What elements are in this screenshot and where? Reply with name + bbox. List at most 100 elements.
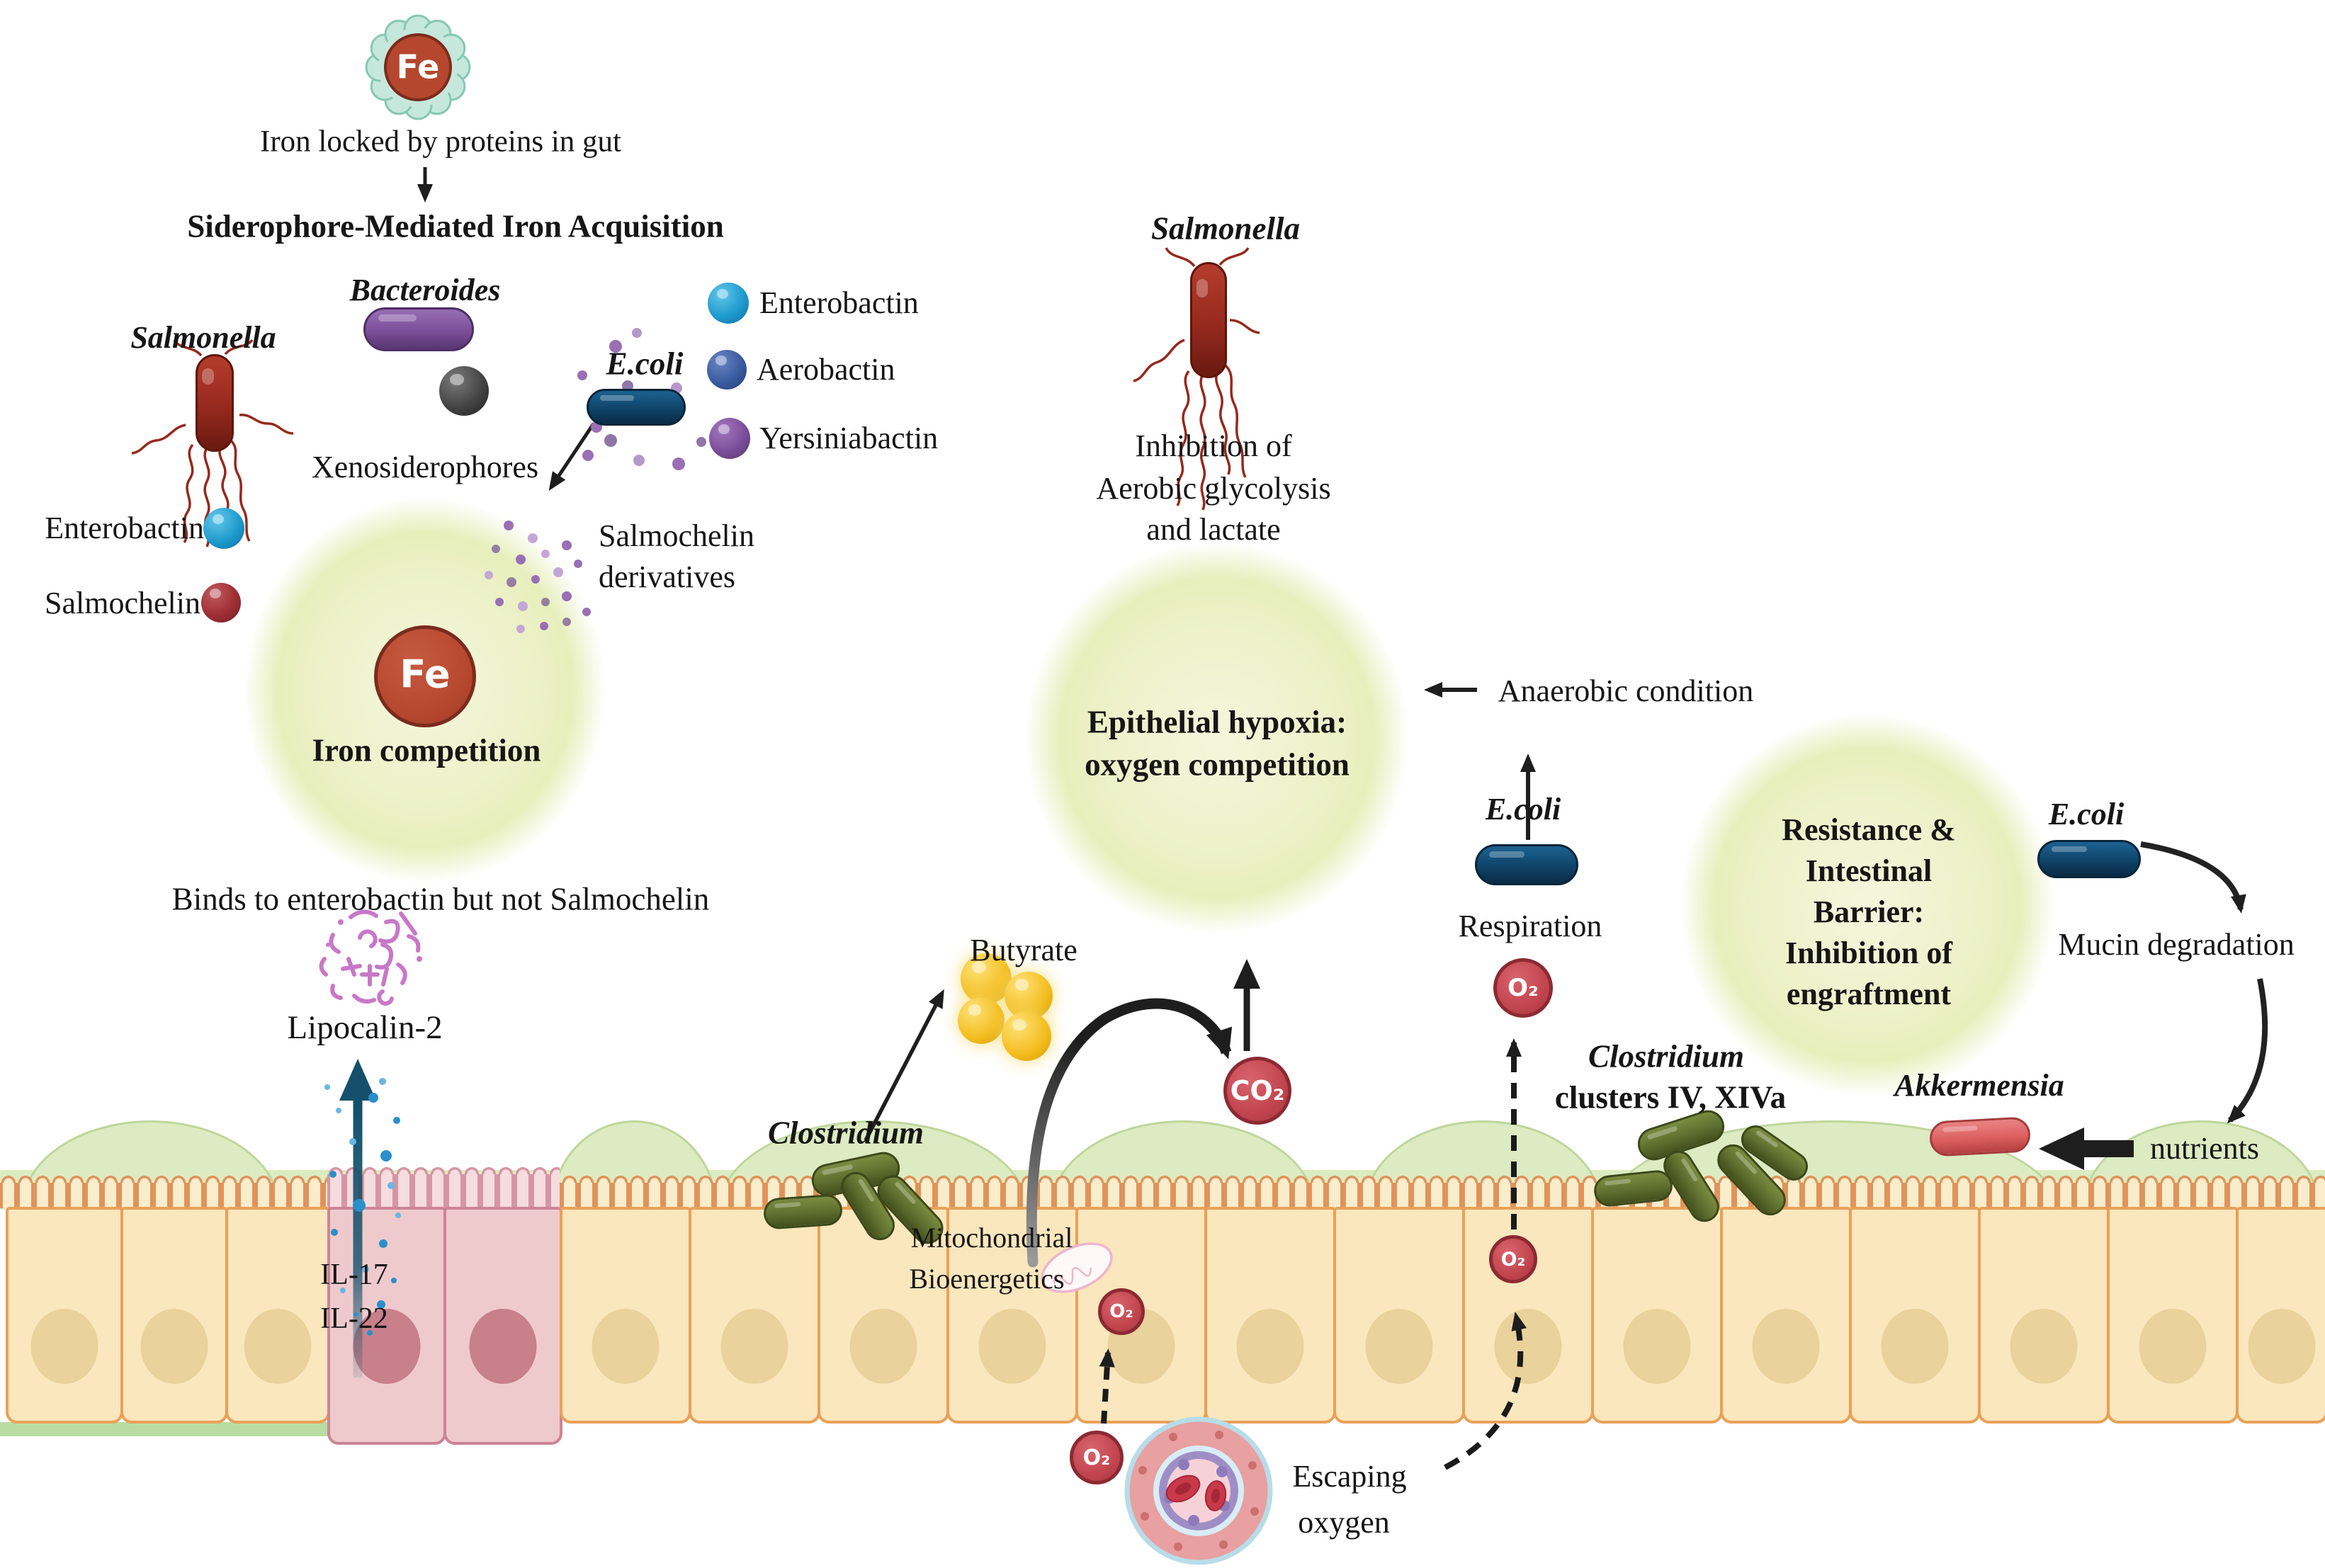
hypoxia-circle-line2: oxygen competition [1085, 746, 1350, 783]
bioenergetics-to-co2-arrow [1102, 998, 1233, 1059]
ecoli-icon-right [2037, 840, 2141, 878]
cell-nucleus [849, 1309, 917, 1384]
ecoli-label-left: E.coli [606, 346, 684, 382]
clostridium-clusters-line1: Clostridium [1588, 1038, 1745, 1074]
salmonella-label-left: Salmonella [130, 319, 276, 355]
akkermensia-icon [1928, 1116, 2032, 1157]
cell-nucleus [30, 1309, 98, 1384]
cell-nucleus [592, 1309, 660, 1384]
o2-icon-cell-left: O₂ [1098, 1288, 1145, 1335]
inhibition-line2: Aerobic glycolysis [1096, 470, 1331, 506]
o2-label: O₂ [1500, 1248, 1526, 1271]
cell-nucleus [1236, 1309, 1304, 1384]
butyrate-icon [958, 997, 1005, 1044]
fe-protein-label: Fe [396, 47, 440, 86]
o2-label: O₂ [1507, 974, 1539, 1002]
cell-nucleus [1881, 1309, 1949, 1384]
epithelial-cell [6, 1207, 123, 1424]
bacteroides-icon [363, 307, 474, 351]
epithelial-cell [120, 1207, 228, 1424]
respiration-label: Respiration [1458, 908, 1602, 943]
cell-nucleus [244, 1309, 312, 1384]
o2-icon-respiration: O₂ [1493, 958, 1553, 1018]
resistance-line3: Barrier: [1813, 894, 1925, 929]
mucin-to-nutrients-arrow [2227, 978, 2268, 1124]
epithelial-cell [1591, 1207, 1723, 1424]
il22-label: IL-22 [320, 1302, 388, 1335]
resistance-line5: engraftment [1786, 976, 1952, 1011]
hypoxia-circle-line1: Epithelial hypoxia: [1087, 704, 1347, 740]
mucin-label: Mucin degradation [2058, 926, 2295, 962]
clostridium-clusters-line2: clusters IV, XIVa [1554, 1079, 1787, 1115]
nutrients-label: nutrients [2150, 1130, 2259, 1166]
epithelial-cell [1333, 1207, 1465, 1424]
cell-nucleus [469, 1309, 537, 1384]
lipocalin-label: Lipocalin-2 [287, 1009, 443, 1047]
ecoli-to-mucin-arrow [2140, 841, 2246, 914]
enterobactin-icon-left [203, 508, 244, 549]
red-blood-cells [1165, 1475, 1227, 1511]
ecoli-icon-left [587, 389, 686, 426]
mito-line1: Mitochondrial [910, 1222, 1073, 1254]
ecoli-label-middle: E.coli [1485, 791, 1561, 826]
salmochelin-label-left: Salmochelin [45, 585, 200, 620]
co2-label: CO₂ [1230, 1075, 1285, 1106]
anaerobic-label: Anaerobic condition [1498, 673, 1754, 708]
resistance-circle [1680, 714, 2054, 1096]
resistance-line2: Intestinal [1805, 853, 1933, 888]
ecoli-to-derivatives-arrow [548, 422, 596, 491]
cell-nucleus [1494, 1309, 1562, 1384]
iron-locked-caption: Iron locked by proteins in gut [260, 125, 621, 159]
epithelial-cell [2236, 1207, 2325, 1424]
co2-icon: CO₂ [1223, 1057, 1291, 1125]
salmonella-icon-middle [1190, 262, 1227, 378]
iron-competition-label: Iron competition [312, 732, 541, 768]
epithelial-hypoxia-circle [1025, 542, 1409, 933]
cell-nucleus [140, 1309, 208, 1384]
fe-competition-label: Fe [400, 652, 451, 697]
cell-nucleus [720, 1309, 788, 1384]
cell-nucleus [2248, 1309, 2316, 1384]
ecoli-label-right: E.coli [2048, 796, 2125, 831]
inhibition-line3: and lactate [1146, 511, 1281, 547]
microvilli-band-pink [327, 1167, 560, 1208]
clostridium-icon [762, 1193, 844, 1230]
epithelial-cell [560, 1207, 691, 1424]
epithelial-cell [1849, 1207, 1981, 1424]
cell-nucleus [2139, 1309, 2207, 1384]
aerobactin-icon [707, 350, 747, 390]
enterobactin-icon [708, 283, 749, 324]
cell-nucleus [1623, 1309, 1691, 1384]
vessel-wall-cells [1138, 1431, 1259, 1551]
salmochelin-icon [201, 583, 241, 623]
cell-nucleus [1365, 1309, 1433, 1384]
legend-yersiniabactin-label: Yersiniabactin [759, 420, 939, 455]
salmonella-label-middle: Salmonella [1150, 210, 1301, 246]
microvilli-shafts [327, 1174, 560, 1208]
resistance-line1: Resistance & [1782, 812, 1956, 847]
salmochelin-derivatives-line2: derivatives [599, 559, 736, 594]
siderophore-title: Siderophore-Mediated Iron Acquisition [187, 208, 724, 244]
cell-nucleus [1752, 1309, 1820, 1384]
resistance-line4: Inhibition of [1785, 935, 1952, 970]
bacteroides-label: Bacteroides [349, 272, 501, 307]
lipocalin-icon [319, 909, 422, 1006]
butyrate-icon [1002, 1011, 1051, 1061]
o2-icon-vessel: O₂ [1070, 1431, 1124, 1484]
yersiniabactin-icon [709, 418, 750, 459]
clostridium-label-left: Clostridium [767, 1115, 924, 1151]
escaping-line1: Escaping [1292, 1458, 1407, 1494]
binds-caption: Binds to enterobactin but not Salmocheli… [171, 881, 710, 917]
fe-icon [374, 625, 476, 727]
epithelial-cell [1978, 1207, 2110, 1424]
epithelial-cell [1204, 1207, 1336, 1424]
butyrate-label: Butyrate [970, 932, 1077, 967]
endothelium-bumps [1164, 1459, 1230, 1526]
epithelial-cell [1720, 1207, 1852, 1424]
blood-vessel-icon [1124, 1416, 1273, 1565]
cell-nucleus [2010, 1309, 2078, 1384]
butyrate-icon [961, 953, 1012, 1004]
epithelial-cell [225, 1207, 330, 1424]
salmochelin-derivatives-line1: Salmochelin [599, 518, 754, 553]
escaping-line2: oxygen [1298, 1504, 1390, 1540]
